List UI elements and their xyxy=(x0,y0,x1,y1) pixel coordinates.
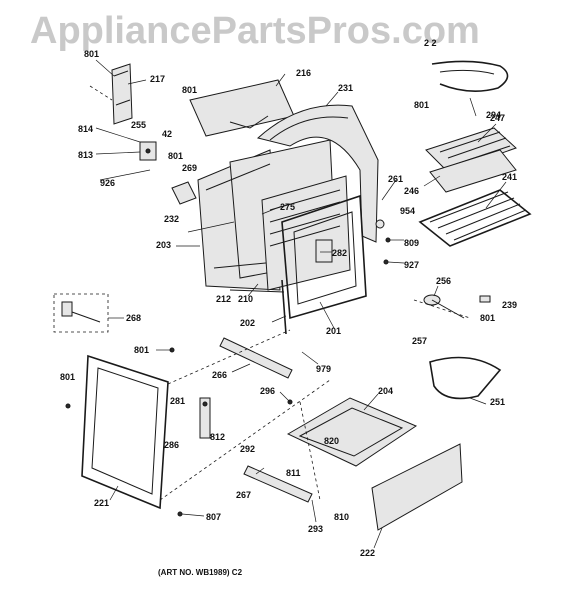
callout-210: 210 xyxy=(238,294,254,304)
fasteners-954-part xyxy=(375,219,391,265)
watermark: AppliancePartsPros.com xyxy=(30,10,480,52)
callout-292: 292 xyxy=(240,444,256,454)
callout-216: 216 xyxy=(296,68,312,78)
callout-204: 204 xyxy=(378,386,394,396)
bracket-217-part xyxy=(111,63,133,125)
callout-266: 266 xyxy=(212,370,228,380)
callout-926: 926 xyxy=(100,178,116,188)
callout-927: 927 xyxy=(404,260,420,270)
callout-268: 268 xyxy=(126,313,142,323)
broil-element-251-part xyxy=(429,356,502,400)
callout-256: 256 xyxy=(436,276,452,286)
callout-267: 267 xyxy=(236,490,252,500)
callout-812: 812 xyxy=(210,432,226,442)
rail-267-part xyxy=(243,465,313,503)
callout-257: 257 xyxy=(412,336,428,346)
callout-201: 201 xyxy=(326,326,342,336)
drawer-204-part xyxy=(286,397,418,467)
callout-232: 232 xyxy=(164,214,180,224)
bracket-269-part xyxy=(171,181,197,205)
callout-979: 979 xyxy=(316,364,332,374)
callout-222: 222 xyxy=(360,548,376,558)
rail-266-part xyxy=(219,337,293,379)
callout-2-2: 2 2 xyxy=(424,38,437,48)
callout-810: 810 xyxy=(334,512,350,522)
callout-203: 203 xyxy=(156,240,172,250)
callout-814: 814 xyxy=(78,124,94,134)
callout-801: 801 xyxy=(414,100,430,110)
callout-246: 246 xyxy=(404,186,420,196)
callout-251: 251 xyxy=(490,397,506,407)
callout-221: 221 xyxy=(94,498,110,508)
callout-813: 813 xyxy=(78,150,94,160)
callout-231: 231 xyxy=(338,83,354,93)
callout-809: 809 xyxy=(404,238,420,248)
callout-241: 241 xyxy=(502,172,518,182)
callout-255: 255 xyxy=(131,120,147,130)
callout-261: 261 xyxy=(388,174,404,184)
bottom-trim-202-part xyxy=(229,279,287,335)
callout-269: 269 xyxy=(182,163,198,173)
callout-212: 212 xyxy=(216,294,232,304)
bake-element-294-part xyxy=(431,60,509,92)
callout-202: 202 xyxy=(240,318,256,328)
oven-wrapper-231-part xyxy=(256,104,379,243)
callout-811: 811 xyxy=(286,468,301,478)
callout-820: 820 xyxy=(324,436,340,446)
callout-801: 801 xyxy=(182,85,198,95)
clip-239-part xyxy=(479,295,491,303)
callout-42: 42 xyxy=(162,129,173,139)
callout-954: 954 xyxy=(400,206,416,216)
callout-801: 801 xyxy=(168,151,184,161)
broiler-pan-247-part xyxy=(425,127,517,173)
callout-296: 296 xyxy=(260,386,276,396)
callout-294: 294 xyxy=(486,110,502,120)
callout-807: 807 xyxy=(206,512,222,522)
front-frame-201-part xyxy=(281,194,367,320)
oven-rack-241-part xyxy=(418,189,532,247)
callout-275: 275 xyxy=(280,202,296,212)
fasteners-bottom-part xyxy=(65,347,293,517)
art-number-caption: (ART NO. WB1989) C2 xyxy=(158,568,243,577)
broiler-pan-246-part xyxy=(429,149,517,193)
callout-286: 286 xyxy=(164,440,180,450)
callout-281: 281 xyxy=(170,396,186,406)
callout-801: 801 xyxy=(60,372,76,382)
sensor-256-part xyxy=(423,294,465,319)
door-frame-221-part xyxy=(81,354,169,510)
drawer-front-222-part xyxy=(371,443,463,531)
callout-801: 801 xyxy=(134,345,150,355)
callout-282: 282 xyxy=(332,248,348,258)
leader-lines xyxy=(95,59,507,549)
callout-217: 217 xyxy=(150,74,166,84)
callout-247: 247 xyxy=(490,113,506,123)
assembly-dash-lines xyxy=(89,85,471,501)
callout-801: 801 xyxy=(84,49,100,59)
callout-293: 293 xyxy=(308,524,324,534)
callout-801: 801 xyxy=(480,313,496,323)
hinge-281-part xyxy=(199,397,211,439)
detail-box-268-part xyxy=(53,293,109,333)
bracket-255-part xyxy=(139,141,157,161)
callout-239: 239 xyxy=(502,300,518,310)
